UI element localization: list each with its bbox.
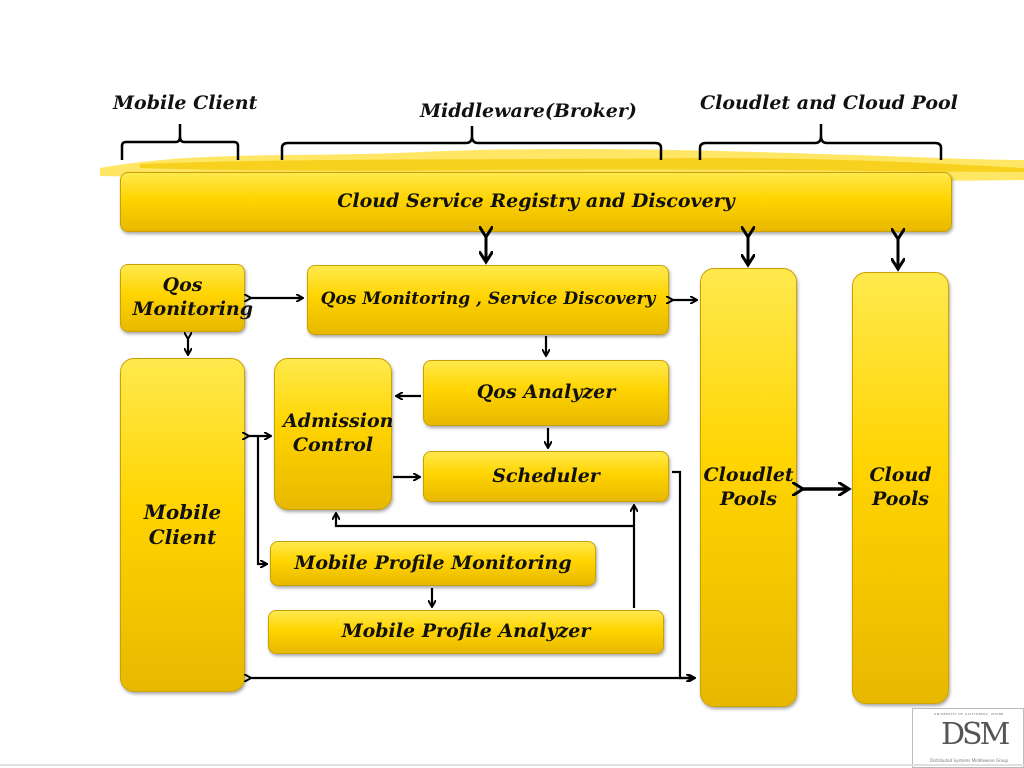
cloud-brace [698,124,943,160]
admission-control-box: Admission Control [274,358,394,510]
mobile-client-section-label: Mobile Client [113,92,258,114]
admission-control-label: Admission Control [283,410,394,456]
client-qos-monitoring-label: Qos Monitoring [132,274,254,320]
mobile-client-label: Mobile Client [143,500,222,549]
middleware-section-label: Middleware(Broker) [420,100,637,122]
mobile-client-box: Mobile Client [120,358,245,692]
cloudlet-pools-box: Cloudlet Pools [700,268,797,707]
logo-group-text: Distributed Systems Middleware Group [929,758,1009,763]
mobile-profile-monitoring-box: Mobile Profile Monitoring [270,541,596,586]
mobile-client-brace [120,124,240,160]
scheduler-box: Scheduler [423,451,669,502]
qos-monitoring-service-discovery-box: Qos Monitoring , Service Discovery [307,265,669,335]
client-qos-monitoring-box: Qos Monitoring [120,264,254,332]
qos-analyzer-box: Qos Analyzer [423,360,669,426]
cloud-service-registry-box: Cloud Service Registry and Discovery [120,172,952,232]
cloud-pools-box: Cloud Pools [852,272,949,704]
connector-to-admission-control [336,514,634,528]
connector-client-to-profile-monitoring [256,436,266,564]
cloud-section-label: Cloudlet and Cloud Pool [700,92,958,114]
logo-mark: DSM [941,717,1010,752]
dsm-logo: UNIVERSITY OF CALIFORNIA, IRVINE DSM Dis… [912,708,1024,768]
cloudlet-pools-label: Cloudlet Pools [703,463,794,510]
cloud-pools-label: Cloud Pools [869,464,932,510]
footer-divider [0,764,1024,766]
logo-university-text: UNIVERSITY OF CALIFORNIA, IRVINE [934,712,1004,716]
connector-scheduler-to-bottom [672,470,694,678]
middleware-brace [280,126,663,160]
mobile-profile-analyzer-box: Mobile Profile Analyzer [268,610,664,654]
